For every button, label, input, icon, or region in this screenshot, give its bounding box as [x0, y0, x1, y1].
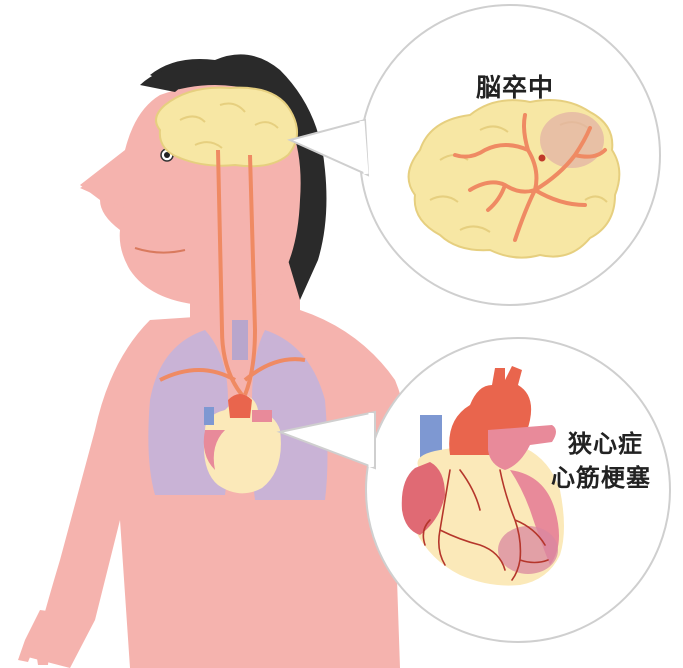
angina-label: 狭心症: [568, 424, 643, 459]
myocardial-infarction-label: 心筋梗塞: [551, 458, 651, 493]
clot-dot: [539, 155, 546, 162]
infarct-area: [498, 526, 558, 574]
stroke-callout: [290, 5, 660, 305]
stroke-label: 脳卒中: [476, 68, 554, 104]
